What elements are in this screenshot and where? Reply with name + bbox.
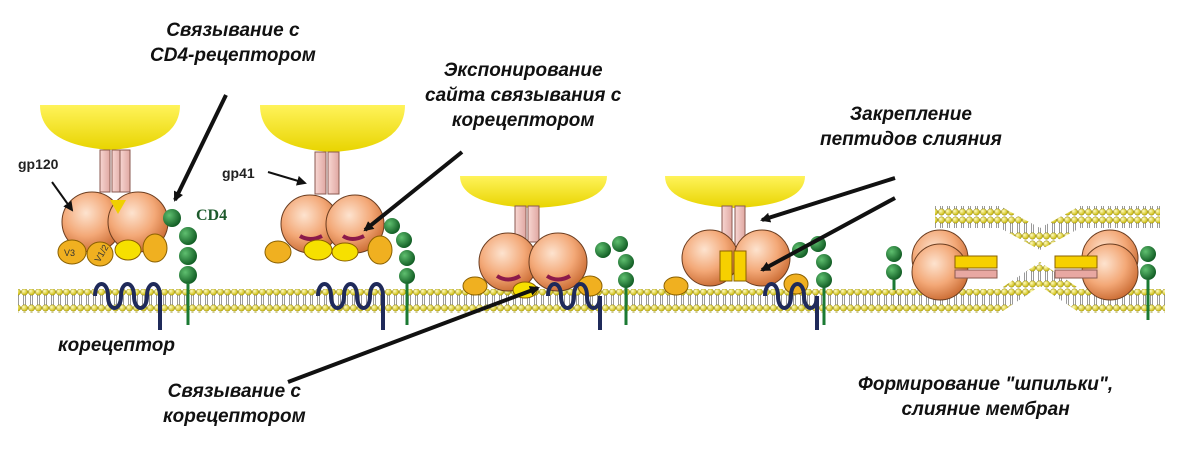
caption-hairpin-fusion: Формирование "шпильки", слияние мембран bbox=[858, 372, 1113, 422]
caption-coreceptor: корецептор bbox=[58, 333, 175, 358]
caption-line: Экспонирование bbox=[425, 58, 621, 83]
caption-line: пептидов слияния bbox=[820, 127, 1002, 152]
label-cd4: CD4 bbox=[196, 207, 227, 225]
label-gp120: gp120 bbox=[18, 156, 58, 172]
viral-membrane-2 bbox=[260, 105, 405, 152]
viral-membrane-1 bbox=[40, 105, 180, 150]
viral-membrane-3 bbox=[460, 176, 607, 208]
label-gp41: gp41 bbox=[222, 165, 255, 181]
arrow-cd4-binding bbox=[175, 95, 226, 200]
stage-3-coreceptor-bound bbox=[460, 176, 607, 298]
stage-2-cd4-bound bbox=[260, 105, 405, 264]
arrow-gp41 bbox=[268, 172, 305, 183]
caption-line: корецептором bbox=[425, 108, 621, 133]
caption-peptide-anchoring: Закрепление пептидов слияния bbox=[820, 102, 1002, 152]
six-helix-bundle bbox=[1055, 256, 1097, 268]
arrow-gp120 bbox=[52, 182, 72, 210]
v3-label: V3 bbox=[64, 248, 75, 258]
caption-line: сайта связывания с bbox=[425, 83, 621, 108]
six-helix-bundle bbox=[955, 256, 997, 268]
caption-line: слияние мембран bbox=[858, 397, 1113, 422]
caption-cd4-binding: Связывание с CD4-рецептором bbox=[150, 18, 316, 68]
arrow-site-exposure bbox=[365, 152, 462, 230]
caption-site-exposure: Экспонирование сайта связывания с кореце… bbox=[425, 58, 621, 133]
gp41-subunit bbox=[315, 152, 326, 194]
viral-membrane-4 bbox=[665, 176, 805, 208]
caption-line: корецептором bbox=[163, 404, 306, 429]
caption-coreceptor-binding: Связывание с корецептором bbox=[163, 379, 306, 429]
stage-4-fusion-peptide-insertion bbox=[664, 176, 808, 295]
caption-line: Закрепление bbox=[820, 102, 1002, 127]
caption-line: Связывание с bbox=[163, 379, 306, 404]
stage-1-native-envelope: V3 V1/2 bbox=[40, 105, 180, 266]
caption-line: CD4-рецептором bbox=[150, 43, 316, 68]
caption-line: Формирование "шпильки", bbox=[858, 372, 1113, 397]
caption-line: Связывание с bbox=[150, 18, 316, 43]
